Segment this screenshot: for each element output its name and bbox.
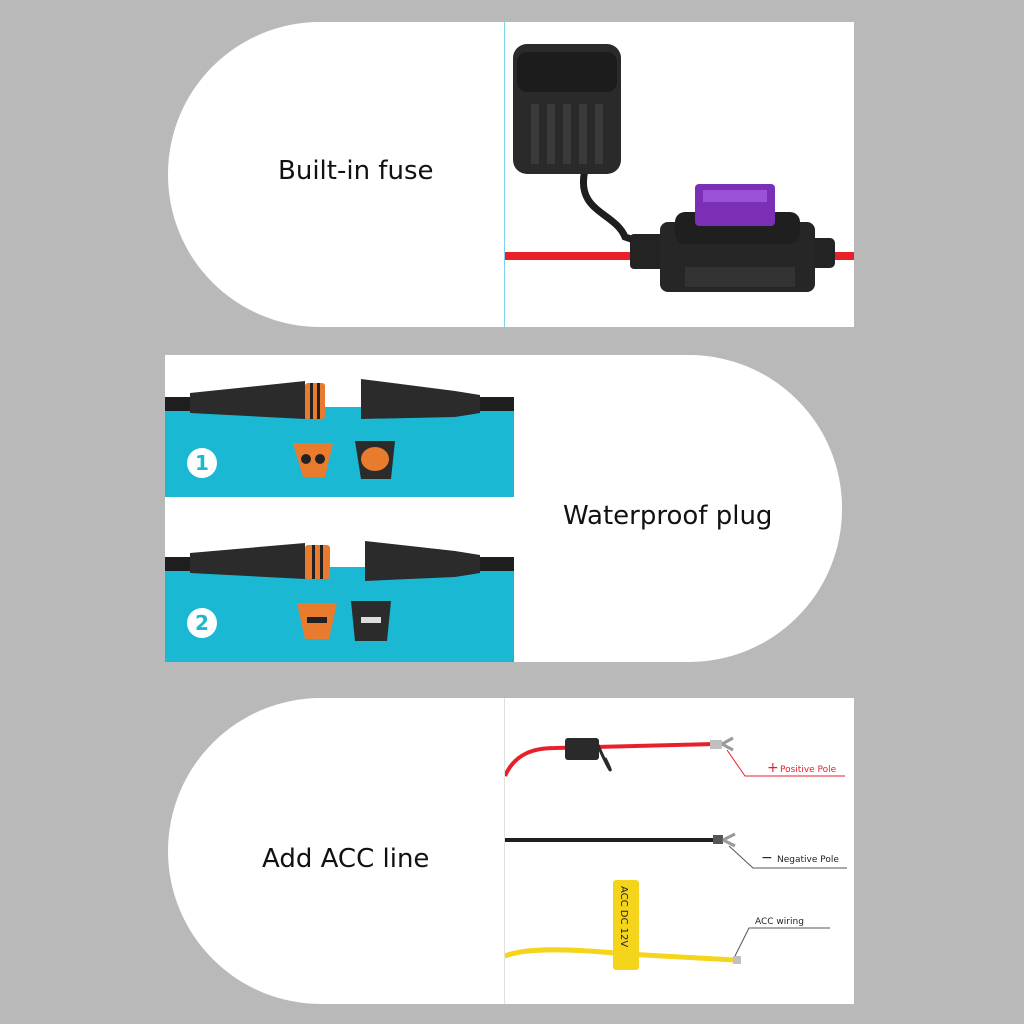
acc-photo: + Positive Pole − Negative Pole ACC DC 1… (504, 698, 854, 1004)
step-1-number: 1 (195, 451, 209, 475)
fuse-panel: Built-in fuse (168, 22, 854, 327)
plug-panel: 1 2 Waterproof plug (165, 355, 842, 662)
step-2-number: 2 (195, 611, 209, 635)
plug-photo-2: 2 (165, 517, 514, 662)
plug-label: Waterproof plug (563, 501, 773, 531)
acc-tag-text: ACC DC 12V (618, 886, 629, 947)
acc-panel: Add ACC line + Positive Pole − Negative … (168, 698, 854, 1004)
positive-sign: + (767, 760, 779, 776)
positive-pole-label: Positive Pole (780, 765, 837, 775)
negative-sign: − (761, 850, 773, 866)
negative-pole-label: Negative Pole (777, 855, 839, 865)
acc-label: Add ACC line (262, 844, 430, 874)
acc-wiring-label: ACC wiring (755, 917, 804, 927)
plug-photo-1: 1 (165, 355, 514, 497)
fuse-photo (504, 22, 854, 327)
fuse-label: Built-in fuse (278, 156, 434, 186)
